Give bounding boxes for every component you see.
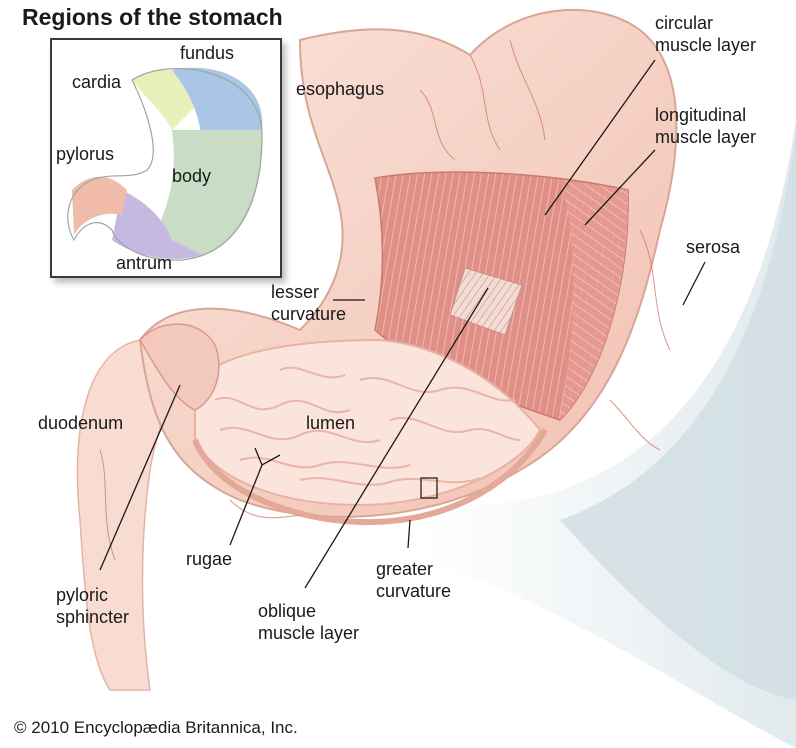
label-greater-line2: curvature: [376, 581, 452, 601]
inset-body-region: [152, 130, 263, 255]
inset-outline: [67, 68, 263, 261]
label-longitudinal-line2: muscle layer: [655, 127, 757, 147]
copyright-credit: © 2010 Encyclopædia Britannica, Inc.: [14, 718, 298, 737]
label-pyloric-sphincter: pyloric sphincter: [56, 584, 129, 628]
label-pyloric-line1: pyloric: [56, 585, 109, 605]
inset-label-fundus: fundus: [180, 43, 235, 63]
inset-stomach: [67, 67, 263, 261]
label-oblique-line1: oblique: [258, 601, 317, 621]
inset-label-body: body: [172, 166, 212, 186]
label-rugae: rugae: [186, 549, 233, 569]
label-greater-line1: greater: [376, 559, 434, 579]
duodenum-shape: [76, 339, 202, 691]
label-serosa: serosa: [686, 237, 741, 257]
label-duodenum: duodenum: [38, 413, 124, 433]
inset-label-cardia: cardia: [72, 72, 122, 92]
label-pyloric-line2: sphincter: [56, 607, 130, 627]
greater-curvature-rim: [192, 428, 548, 526]
pyloric-ring: [139, 323, 220, 411]
oblique-patch: [449, 267, 523, 336]
label-lesser-curvature: lesser curvature: [271, 281, 346, 325]
label-oblique-line2: muscle layer: [258, 623, 360, 643]
rugae-folds: [214, 366, 521, 486]
label-circular-line1: circular: [655, 13, 714, 33]
label-longitudinal-muscle-layer: longitudinal muscle layer: [655, 104, 756, 148]
label-lesser-line2: curvature: [271, 304, 347, 324]
inset-label-antrum: antrum: [116, 253, 173, 273]
inset-antrum-region: [112, 190, 202, 260]
label-lesser-line1: lesser: [271, 282, 320, 302]
label-esophagus: esophagus: [296, 79, 385, 99]
label-longitudinal-line1: longitudinal: [655, 105, 747, 125]
label-lumen: lumen: [306, 413, 356, 433]
regions-inset: fundus cardia pylorus body antrum: [50, 38, 282, 278]
figure-title: Regions of the stomach: [22, 4, 283, 30]
inset-pylorus-region: [72, 176, 127, 235]
label-greater-curvature: greater curvature: [376, 558, 451, 602]
circular-layer: [560, 180, 629, 420]
inset-label-pylorus: pylorus: [56, 144, 115, 164]
label-oblique-muscle-layer: oblique muscle layer: [258, 600, 359, 644]
label-circular-line2: muscle layer: [655, 35, 757, 55]
leader-lines: [99, 59, 706, 589]
mesentery-curve: [560, 130, 796, 700]
blood-vessels: [99, 39, 671, 561]
detail-box: [420, 477, 438, 499]
label-circular-muscle-layer: circular muscle layer: [655, 12, 756, 56]
